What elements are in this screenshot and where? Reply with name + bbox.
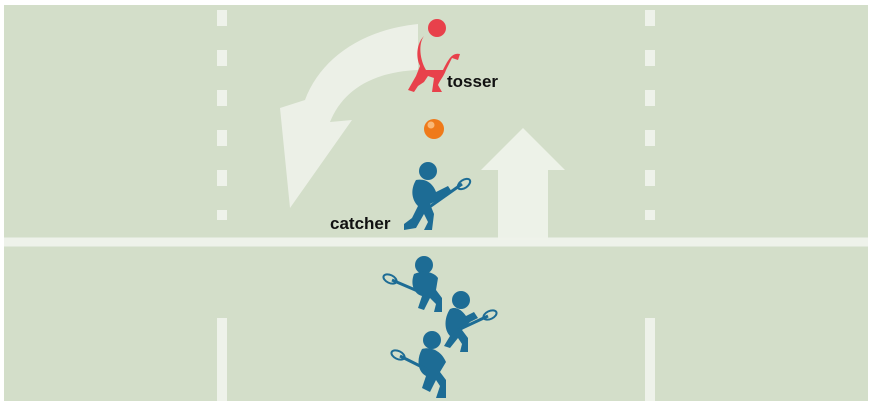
line-player-3 [390, 331, 446, 398]
catcher-figure [404, 162, 472, 230]
catcher-label: catcher [330, 214, 390, 234]
line-player-1 [382, 256, 442, 312]
ball [424, 119, 444, 139]
line-player-2 [444, 291, 498, 352]
advance-arrow [481, 128, 565, 240]
toss-arc-arrow [280, 24, 418, 208]
tosser-label: tosser [447, 72, 498, 92]
